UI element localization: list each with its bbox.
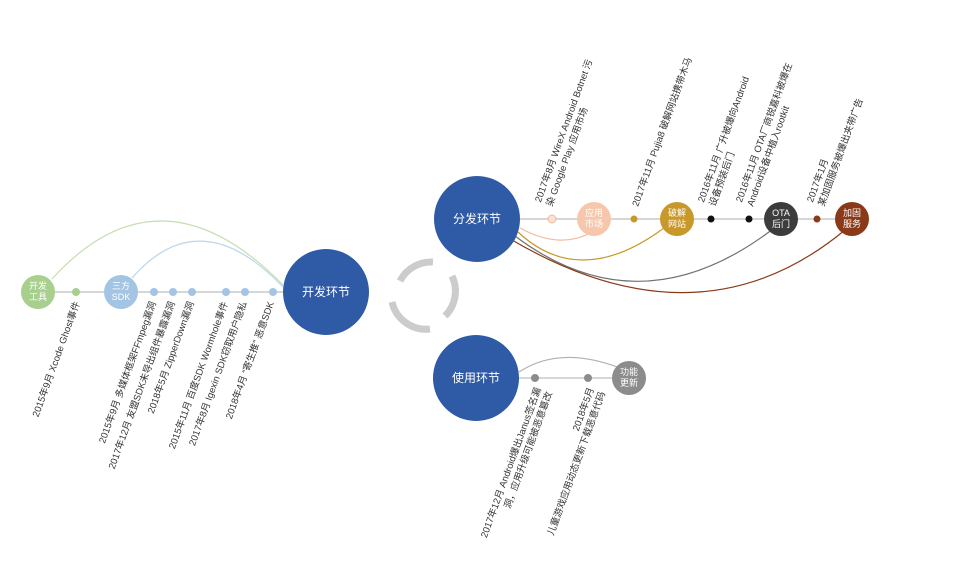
use-node-update-line1: 功能: [620, 366, 638, 377]
dev-node-tools: 开发 工具: [21, 275, 55, 309]
use-event-dot: [584, 374, 592, 382]
dist-event-label: 2017年11月 Pujia8 破解网站携带木马: [630, 56, 695, 208]
dev-event-dot: [150, 288, 158, 296]
dist-node-market: 应用 市场: [577, 202, 611, 236]
dev-node-sdk-line1: 三方: [112, 280, 130, 291]
dist-node-ota: OTA 后门: [764, 202, 798, 236]
refresh-ring-icon: [388, 258, 459, 333]
dev-node-sdk-line2: SDK: [112, 292, 131, 302]
dev-event-dot: [222, 288, 230, 296]
dev-node-sdk: 三方 SDK: [104, 275, 138, 309]
use-event-dot: [531, 374, 539, 382]
use-node-update-line2: 更新: [620, 377, 638, 388]
dist-node-packer: 加固 服务: [835, 202, 869, 236]
dev-hub-label: 开发环节: [302, 284, 350, 299]
dev-event-dot: [241, 288, 249, 296]
dist-node-crack-line2: 网站: [668, 218, 686, 229]
use-branch: 功能 更新 2017年12月 Android爆出Janus签名漏 洞，应用升级可…: [433, 335, 646, 539]
dist-node-ota-line2: 后门: [772, 218, 790, 229]
dist-event-dot: [813, 215, 821, 223]
dev-branch: 开发 工具 三方 SDK 2015年9月 Xcode Ghost事件 2015年…: [21, 220, 369, 471]
dev-event-dot: [169, 288, 177, 296]
dev-event-dot: [72, 288, 80, 296]
dist-event-dot: [547, 214, 557, 224]
dist-node-packer-line1: 加固: [843, 208, 861, 218]
dist-hub: 分发环节: [434, 176, 520, 262]
dist-node-packer-line2: 服务: [843, 218, 861, 229]
dev-event-dot: [269, 288, 277, 296]
dist-node-ota-line1: OTA: [772, 208, 790, 218]
dist-event-dot: [630, 215, 638, 223]
dist-branch: 应用 市场 破解 网站 OTA 后门 加固 服务 2017年8月 WireX A…: [434, 56, 869, 294]
use-node-update: 功能 更新: [612, 361, 646, 395]
dist-hub-label: 分发环节: [453, 211, 501, 226]
use-hub: 使用环节: [433, 335, 519, 421]
dev-arc-sdk: [131, 240, 284, 288]
dev-hub: 开发环节: [283, 249, 369, 335]
use-hub-label: 使用环节: [452, 370, 500, 385]
dist-event-dot: [745, 215, 753, 223]
dist-arc-ota: [514, 228, 774, 282]
dev-event-label: 2015年9月 Xcode Ghost事件: [30, 299, 83, 418]
dist-node-market-line2: 市场: [585, 218, 603, 229]
use-arc-update: [518, 356, 621, 373]
dev-node-tools-line2: 工具: [29, 292, 47, 302]
dev-event-label: 2018年4月 “寄生推” 恶意SDK: [223, 299, 277, 420]
dev-arc-tools: [51, 220, 284, 286]
dist-node-crack-line1: 破解: [668, 207, 686, 218]
dist-arc-market: [519, 227, 593, 241]
dist-arc-packer: [511, 229, 846, 294]
dev-node-tools-line1: 开发: [29, 280, 47, 291]
dist-node-crack: 破解 网站: [660, 202, 694, 236]
dev-event-dot: [188, 288, 196, 296]
dist-event-dot: [707, 215, 715, 223]
dist-node-market-line1: 应用: [585, 207, 603, 218]
dist-arc-crack: [517, 227, 665, 261]
dist-event-label: 某加固服务被爆出夹带广告: [816, 97, 866, 208]
